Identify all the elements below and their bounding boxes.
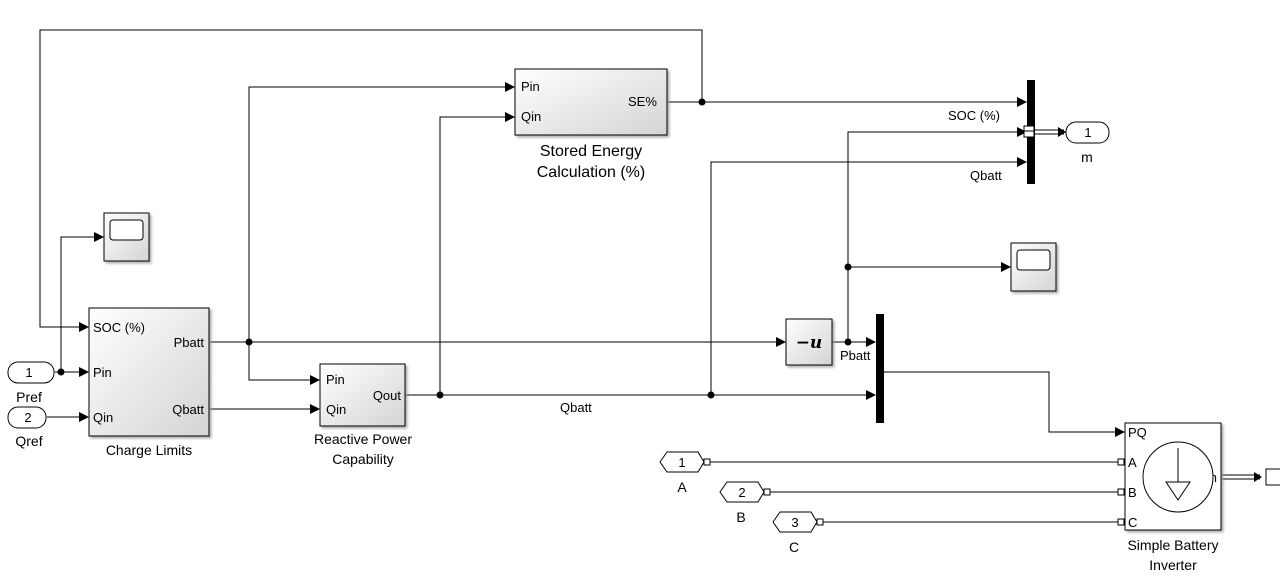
se-pin-port: Pin xyxy=(521,79,540,94)
inv-pq-port: PQ xyxy=(1128,425,1147,440)
inv-a-port: A xyxy=(1128,455,1137,470)
neg-pbatt-to-mux-line[interactable] xyxy=(847,131,1018,342)
reactive-power-block[interactable]: Pin Qin Qout xyxy=(319,363,406,427)
stored-energy-title-2: Calculation (%) xyxy=(537,164,645,181)
rp-pin-port: Pin xyxy=(326,372,345,387)
connection-port-c-label: C xyxy=(789,539,799,555)
cl-pin-port: Pin xyxy=(93,365,112,380)
svg-text:1: 1 xyxy=(678,455,685,470)
svg-text:1: 1 xyxy=(25,365,32,380)
inport-qref[interactable]: 2 xyxy=(7,406,47,429)
qout-to-mux-line[interactable] xyxy=(710,161,1018,395)
gain-symbol: −u xyxy=(796,333,823,353)
qout-to-se-line[interactable] xyxy=(439,116,506,395)
connection-port-b[interactable]: 2 xyxy=(719,481,771,503)
connection-port-c[interactable]: 3 xyxy=(772,511,824,533)
svg-text:2: 2 xyxy=(738,485,745,500)
outport-m[interactable]: 1 xyxy=(1065,121,1110,144)
pbatt-to-rp-line[interactable] xyxy=(248,342,311,381)
stored-energy-block[interactable]: Pin Qin SE% xyxy=(514,68,668,136)
pbatt-to-se-line[interactable] xyxy=(248,86,506,342)
soc-signal-label: SOC (%) xyxy=(948,108,1000,123)
reactive-power-title-2: Capability xyxy=(332,451,393,467)
scope-block-pbatt[interactable] xyxy=(1010,242,1057,292)
cl-qbatt-port: Qbatt xyxy=(172,402,204,417)
pref-to-scope-line[interactable] xyxy=(60,236,95,372)
svg-text:2: 2 xyxy=(24,410,31,425)
cl-pbatt-port: Pbatt xyxy=(174,335,205,350)
qbatt-signal-label: Qbatt xyxy=(560,400,592,415)
inv-b-port: B xyxy=(1128,485,1137,500)
rp-qin-port: Qin xyxy=(326,402,346,417)
soc-feedback-line[interactable] xyxy=(39,29,703,328)
se-out-port: SE% xyxy=(628,94,657,109)
gain-block[interactable]: −u xyxy=(785,318,833,366)
svg-text:3: 3 xyxy=(791,515,798,530)
inport-pref[interactable]: 1 xyxy=(7,361,55,384)
cl-qin-port: Qin xyxy=(93,410,113,425)
inport-qref-label: Qref xyxy=(15,433,42,449)
svg-text:1: 1 xyxy=(1084,125,1091,140)
se-qin-port: Qin xyxy=(521,109,541,124)
outport-m-label: m xyxy=(1081,149,1093,165)
inport-pref-label: Pref xyxy=(16,389,42,405)
battery-inverter-block[interactable]: PQ A B C m xyxy=(1117,422,1222,531)
signal-lines xyxy=(39,29,1280,523)
connection-port-a-label: A xyxy=(677,479,687,495)
reactive-power-title-1: Reactive Power xyxy=(314,431,412,447)
mux-to-pq-line[interactable] xyxy=(884,371,1116,433)
connection-port-a[interactable]: 1 xyxy=(659,451,711,473)
connection-port-b-label: B xyxy=(736,509,745,525)
rp-qout-port: Qout xyxy=(373,388,402,403)
cl-soc-port: SOC (%) xyxy=(93,320,145,335)
qbatt-mux-label: Qbatt xyxy=(970,168,1002,183)
charge-limits-block[interactable]: SOC (%) Pin Qin Pbatt Qbatt xyxy=(88,307,210,437)
battery-inverter-title-1: Simple Battery xyxy=(1127,537,1218,553)
pbatt-signal-label: Pbatt xyxy=(840,348,871,363)
current-source-icon xyxy=(1142,441,1214,513)
charge-limits-title: Charge Limits xyxy=(106,442,192,458)
scope-block-pref[interactable] xyxy=(103,212,150,262)
terminator-icon xyxy=(1265,468,1280,486)
battery-inverter-title-2: Inverter xyxy=(1149,557,1197,573)
mux-block-bottom[interactable] xyxy=(876,314,884,423)
stored-energy-title-1: Stored Energy xyxy=(540,143,642,160)
inv-c-port: C xyxy=(1128,515,1137,530)
